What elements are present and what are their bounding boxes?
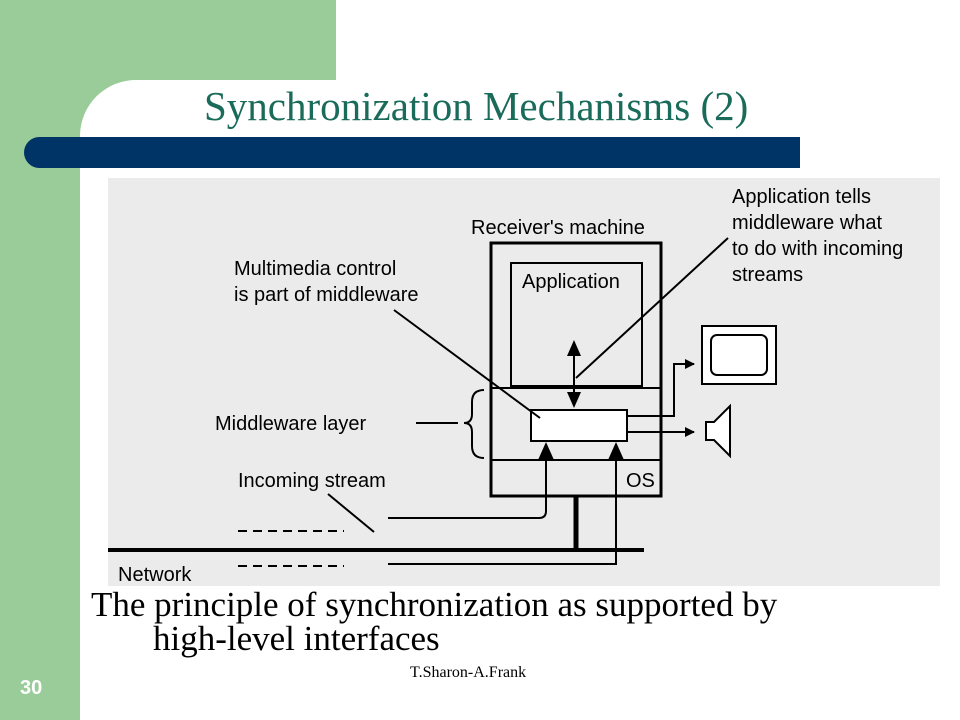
os-label: OS <box>626 470 655 492</box>
app-tells-label-line2: middleware what <box>732 212 883 234</box>
title-underline-bar <box>24 137 800 168</box>
incoming-stream-head-1 <box>538 442 554 460</box>
incoming-stream-label: Incoming stream <box>238 470 386 492</box>
arrow-down-head <box>567 392 581 408</box>
multimedia-control-label-line2: is part of middleware <box>234 284 419 306</box>
incoming-stream-path-2 <box>388 450 617 565</box>
app-tells-label-line4: streams <box>732 264 803 286</box>
application-label: Application <box>522 271 620 293</box>
multimedia-control-pointer <box>393 309 541 419</box>
slide-caption: The principle of synchronization as supp… <box>91 585 941 658</box>
synchronization-diagram: Receiver's machine Application OS Networ… <box>108 178 940 586</box>
middleware-box <box>530 409 628 442</box>
monitor-screen <box>710 334 768 376</box>
speaker-icon <box>705 403 731 459</box>
network-label: Network <box>118 564 192 586</box>
caption-line-1: The principle of synchronization as supp… <box>91 585 778 624</box>
receiver-machine-label: Receiver's machine <box>471 217 645 239</box>
app-tells-label-line1: Application tells <box>732 186 871 208</box>
incoming-stream-head-2 <box>608 442 624 460</box>
middleware-layer-brace <box>463 389 485 459</box>
arrow-up-head <box>567 340 581 356</box>
slide-title: Synchronization Mechanisms (2) <box>204 83 749 129</box>
page-number: 30 <box>20 677 43 699</box>
app-tells-pointer <box>575 237 729 379</box>
application-box <box>510 262 643 387</box>
multimedia-control-label-line1: Multimedia control <box>234 258 396 280</box>
middleware-layer-label: Middleware layer <box>215 413 367 435</box>
app-tells-label-line3: to do with incoming <box>732 238 903 260</box>
caption-line-2: high-level interfaces <box>153 619 440 658</box>
footer-author: T.Sharon-A.Frank <box>410 664 527 681</box>
background-green-side <box>0 0 80 720</box>
incoming-stream-pointer <box>327 493 375 533</box>
incoming-stream-path-1 <box>388 450 547 519</box>
monitor-output-line <box>627 359 695 417</box>
